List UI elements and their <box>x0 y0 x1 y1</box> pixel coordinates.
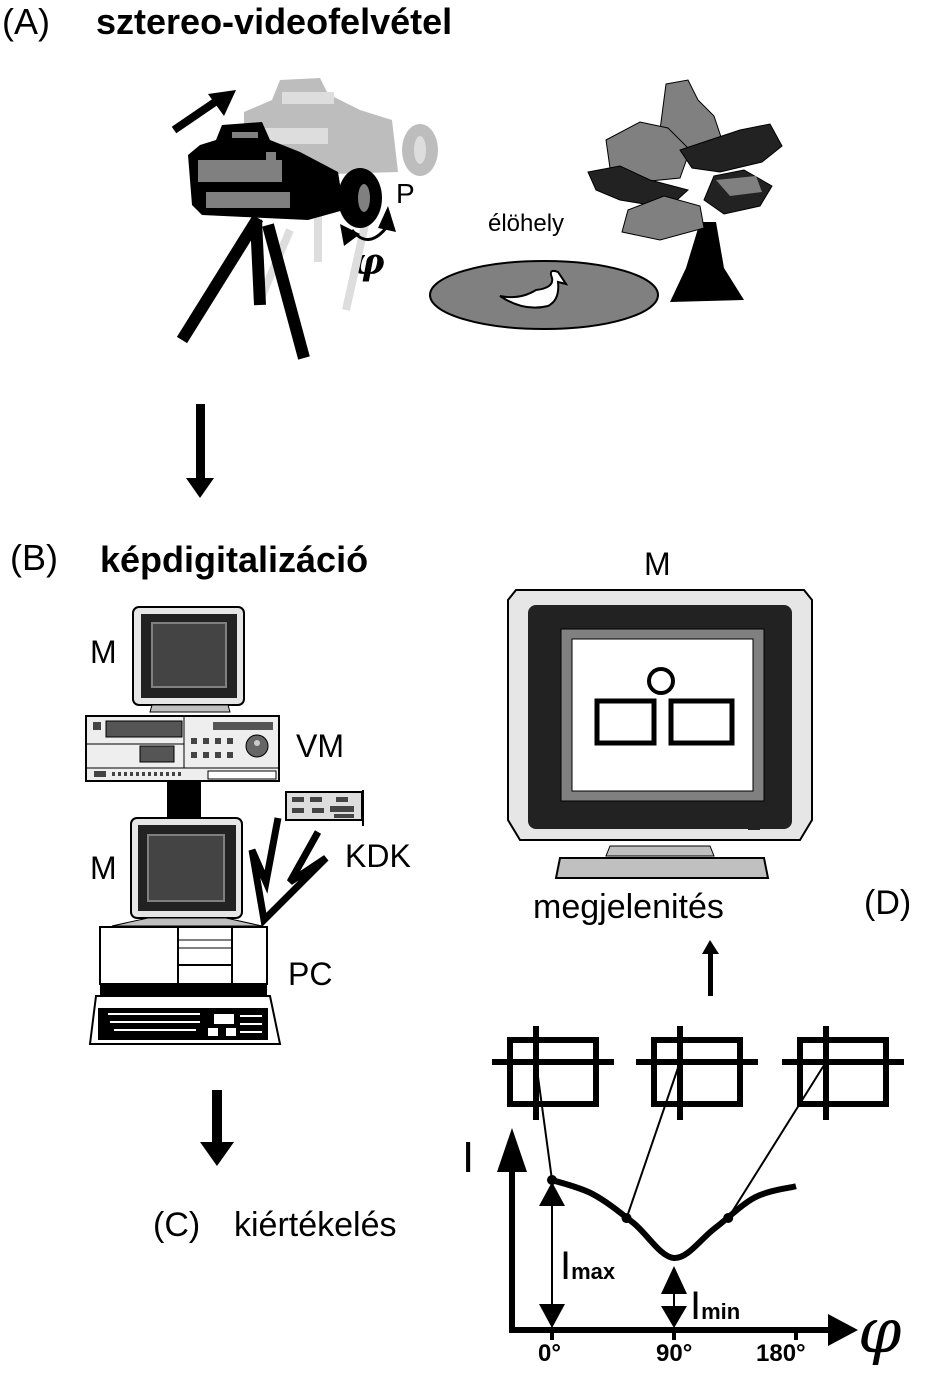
x-tick-90: 90° <box>656 1340 693 1367</box>
sample-frame <box>797 1037 889 1107</box>
leader-line <box>727 1061 827 1219</box>
monitor-top-label: M <box>90 634 117 670</box>
pc-label: PC <box>288 956 333 992</box>
imax-arrow-head-top <box>539 1182 565 1206</box>
flow-arrow-icon-3 <box>702 940 719 996</box>
x-axis-arrow <box>828 1314 858 1346</box>
pc-icon <box>99 926 268 996</box>
sample-frame <box>507 1037 599 1107</box>
monitor-icon-2 <box>111 817 263 927</box>
panel-a-tag: (A) <box>2 1 50 42</box>
stand-icon <box>167 782 201 818</box>
panel-d-title: megjelenités <box>533 888 724 926</box>
monitor-bottom-label: M <box>90 850 117 886</box>
panel-a-title: sztereo-videofelvétel <box>96 1 453 42</box>
x-axis-label: φ <box>858 1294 902 1367</box>
curve-marker <box>547 1175 557 1185</box>
keyboard-icon <box>88 995 282 1045</box>
lightning-icon <box>248 817 329 928</box>
tree-icon <box>587 79 783 302</box>
imax-sub: max <box>571 1259 616 1284</box>
capture-card-label: KDK <box>345 838 411 874</box>
vcr-icon <box>85 715 280 782</box>
flow-arrow-icon <box>186 404 214 498</box>
intensity-chart <box>497 1128 858 1346</box>
sample-frame <box>651 1037 743 1107</box>
rotation-arrow-icon <box>340 206 396 246</box>
sample-frames <box>492 1026 904 1219</box>
imin-sub: min <box>701 1299 741 1324</box>
leader-line <box>535 1061 553 1181</box>
panel-b-title: képdigitalizáció <box>100 539 369 580</box>
display-monitor-icon <box>507 589 813 879</box>
y-axis-arrow <box>497 1128 527 1172</box>
imax-arrow-head-bottom <box>539 1304 565 1328</box>
intensity-curve <box>551 1177 797 1261</box>
habitat-label: élöhely <box>488 210 565 237</box>
camera-on-tripod-icon <box>176 122 382 360</box>
panel-c-title: kiértékelés <box>234 1206 397 1244</box>
y-axis-label: I <box>462 1133 475 1182</box>
duck-icon <box>499 269 569 309</box>
curve-marker <box>723 1212 734 1223</box>
capture-card-icon <box>285 790 364 826</box>
display-monitor-label: M <box>644 546 671 582</box>
leader-line <box>625 1061 681 1219</box>
panel-b-tag: (B) <box>10 537 58 578</box>
motion-arrow-icon <box>171 90 236 134</box>
panel-d-tag: (D) <box>864 884 912 922</box>
vcr-label: VM <box>296 728 344 764</box>
flow-arrow-icon-2 <box>200 1090 234 1166</box>
imin-arrow-head-bottom <box>661 1306 687 1328</box>
imax-label: Imax <box>560 1244 616 1288</box>
panel-c-tag: (C) <box>153 1206 201 1244</box>
polarizer-label: P <box>396 178 415 209</box>
monitor-icon <box>132 606 245 713</box>
x-tick-180: 180° <box>756 1340 806 1367</box>
imin-label: Imin <box>690 1284 741 1328</box>
curve-marker <box>621 1213 632 1224</box>
imin-arrow-head-top <box>661 1266 687 1294</box>
x-tick-0: 0° <box>538 1340 561 1367</box>
